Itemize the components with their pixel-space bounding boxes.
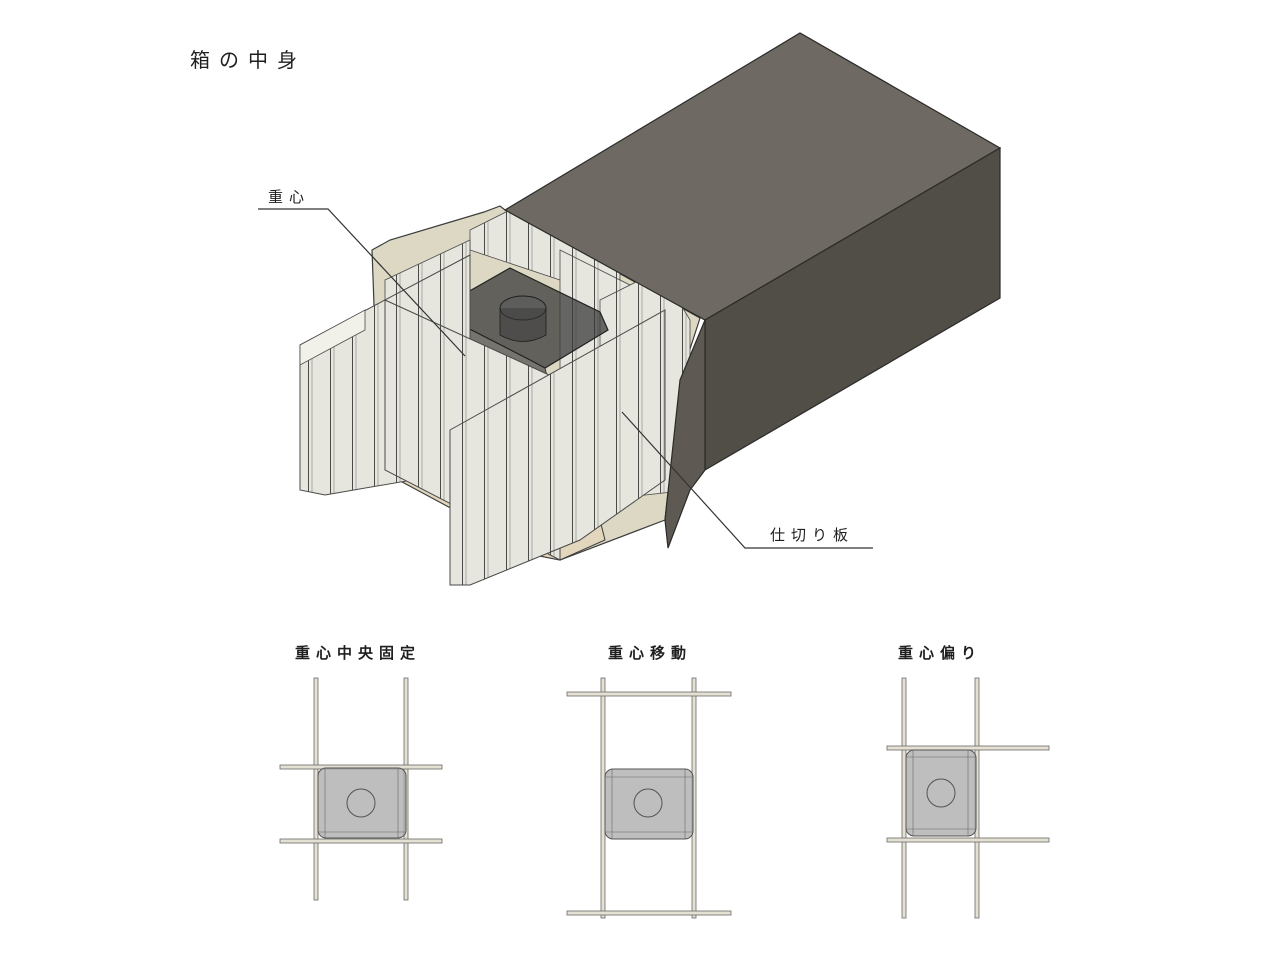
weight-topview [905, 749, 977, 837]
variant-center-moving [566, 677, 732, 919]
weight-center-circle [926, 778, 956, 808]
page-title: 箱の中身 [190, 48, 306, 72]
outer-sleeve [503, 32, 1002, 549]
weight-topview [317, 767, 407, 839]
variant-title-center-moving: 重心移動 [607, 644, 692, 662]
weight-block [444, 267, 609, 381]
callout-lines [258, 208, 873, 549]
weight-center-circle [633, 788, 663, 818]
variant-center-fixed [279, 677, 443, 901]
sleeve-front-flap [664, 319, 706, 549]
variant-title-center-fixed: 重心中央固定 [294, 644, 421, 662]
weight-topview [604, 768, 694, 840]
isometric-box-drawing [299, 32, 1002, 586]
callout-center-of-gravity: 重心 [268, 188, 311, 206]
leader-partition-board [621, 411, 873, 549]
leader-center-of-gravity [258, 208, 466, 357]
partition-front-right [449, 309, 666, 586]
variant-center-offset [886, 677, 1050, 919]
callout-partition-board: 仕切り板 [770, 526, 855, 544]
weight-center-circle [346, 788, 376, 818]
variant-title-center-offset: 重心偏り [897, 644, 982, 662]
